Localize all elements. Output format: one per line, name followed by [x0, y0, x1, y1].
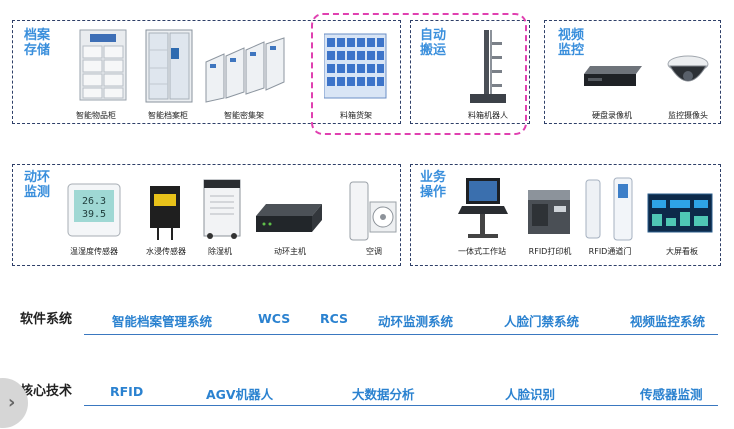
- environment-panel: [12, 164, 401, 266]
- smart-locker-label: 智能物品柜: [76, 111, 116, 120]
- software-item-environment-monitoring: 动环监测系统: [378, 314, 454, 329]
- software-item-wcs: WCS: [258, 311, 291, 326]
- nvr-label: 硬盘录像机: [592, 111, 632, 120]
- bin-robot-label: 料箱机器人: [468, 111, 508, 120]
- rfid-printer-label: RFID打印机: [528, 247, 572, 256]
- smart-archive-cabinet-image: [145, 29, 193, 103]
- dehumidifier-label: 除湿机: [208, 247, 232, 256]
- operation-panel: [410, 164, 721, 266]
- core-item-rfid: RFID: [110, 384, 144, 399]
- smart-archive-cabinet-label: 智能档案柜: [148, 111, 188, 120]
- operation-title: 业务 操作: [420, 170, 447, 200]
- temp-humidity-sensor-label: 温湿度传感器: [70, 247, 118, 256]
- environment-host-label: 动环主机: [274, 247, 306, 256]
- smart-compact-shelf-image: [205, 37, 285, 103]
- smart-compact-shelf-label: 智能密集架: [224, 111, 264, 120]
- dashboard-screen-label: 大屏看板: [666, 247, 698, 256]
- software-divider: [84, 334, 718, 335]
- transport-panel: [410, 20, 530, 124]
- core-item-face-recognition: 人脸识别: [505, 387, 556, 402]
- software-item-video-monitoring: 视频监控系统: [630, 314, 706, 329]
- bin-robot-image: [470, 30, 506, 103]
- rfid-printer-image: [528, 190, 570, 234]
- air-conditioner-image: [349, 181, 397, 241]
- transport-title: 自动 搬运: [420, 28, 447, 58]
- temp-humidity-sensor-image: 26.3 39.5: [67, 183, 121, 237]
- highlight-frame: [311, 13, 527, 135]
- rfid-gate-image: [585, 177, 633, 241]
- core-row-label: 核心技术: [20, 384, 73, 399]
- software-item-face-access: 人脸门禁系统: [504, 314, 580, 329]
- chevron-right-icon: ›: [8, 392, 16, 413]
- video-title: 视频 监控: [558, 28, 585, 58]
- core-item-big-data: 大数据分析: [352, 387, 415, 402]
- svg-text:39.5: 39.5: [82, 209, 106, 220]
- storage-title: 档案 存储: [24, 28, 51, 58]
- core-divider: [84, 405, 718, 406]
- integrated-workstation-image: [458, 178, 508, 238]
- water-leak-sensor-image: [150, 186, 180, 240]
- software-item-archive-management: 智能档案管理系统: [112, 314, 213, 329]
- air-conditioner-label: 空调: [366, 247, 382, 256]
- camera-label: 监控摄像头: [668, 111, 708, 120]
- software-item-rcs: RCS: [320, 311, 349, 326]
- water-leak-sensor-label: 水浸传感器: [146, 247, 186, 256]
- dashboard-screen-image: [647, 193, 713, 233]
- bin-rack-image: [324, 33, 387, 99]
- environment-title: 动环 监测: [24, 170, 51, 200]
- core-item-sensor-monitoring: 传感器监测: [640, 387, 703, 402]
- environment-host-image: [256, 204, 322, 232]
- storage-panel: [12, 20, 401, 124]
- software-row-label: 软件系统: [20, 312, 73, 327]
- nvr-image: [584, 66, 642, 86]
- integrated-workstation-label: 一体式工作站: [458, 247, 506, 256]
- rfid-gate-label: RFID通道门: [588, 247, 632, 256]
- smart-locker-image: [79, 29, 127, 101]
- dehumidifier-image: [203, 179, 241, 239]
- video-panel: [544, 20, 721, 124]
- core-item-agv: AGV机器人: [206, 387, 274, 402]
- svg-text:26.3: 26.3: [82, 196, 106, 207]
- camera-image: [667, 55, 709, 82]
- bin-rack-label: 料箱货架: [340, 111, 372, 120]
